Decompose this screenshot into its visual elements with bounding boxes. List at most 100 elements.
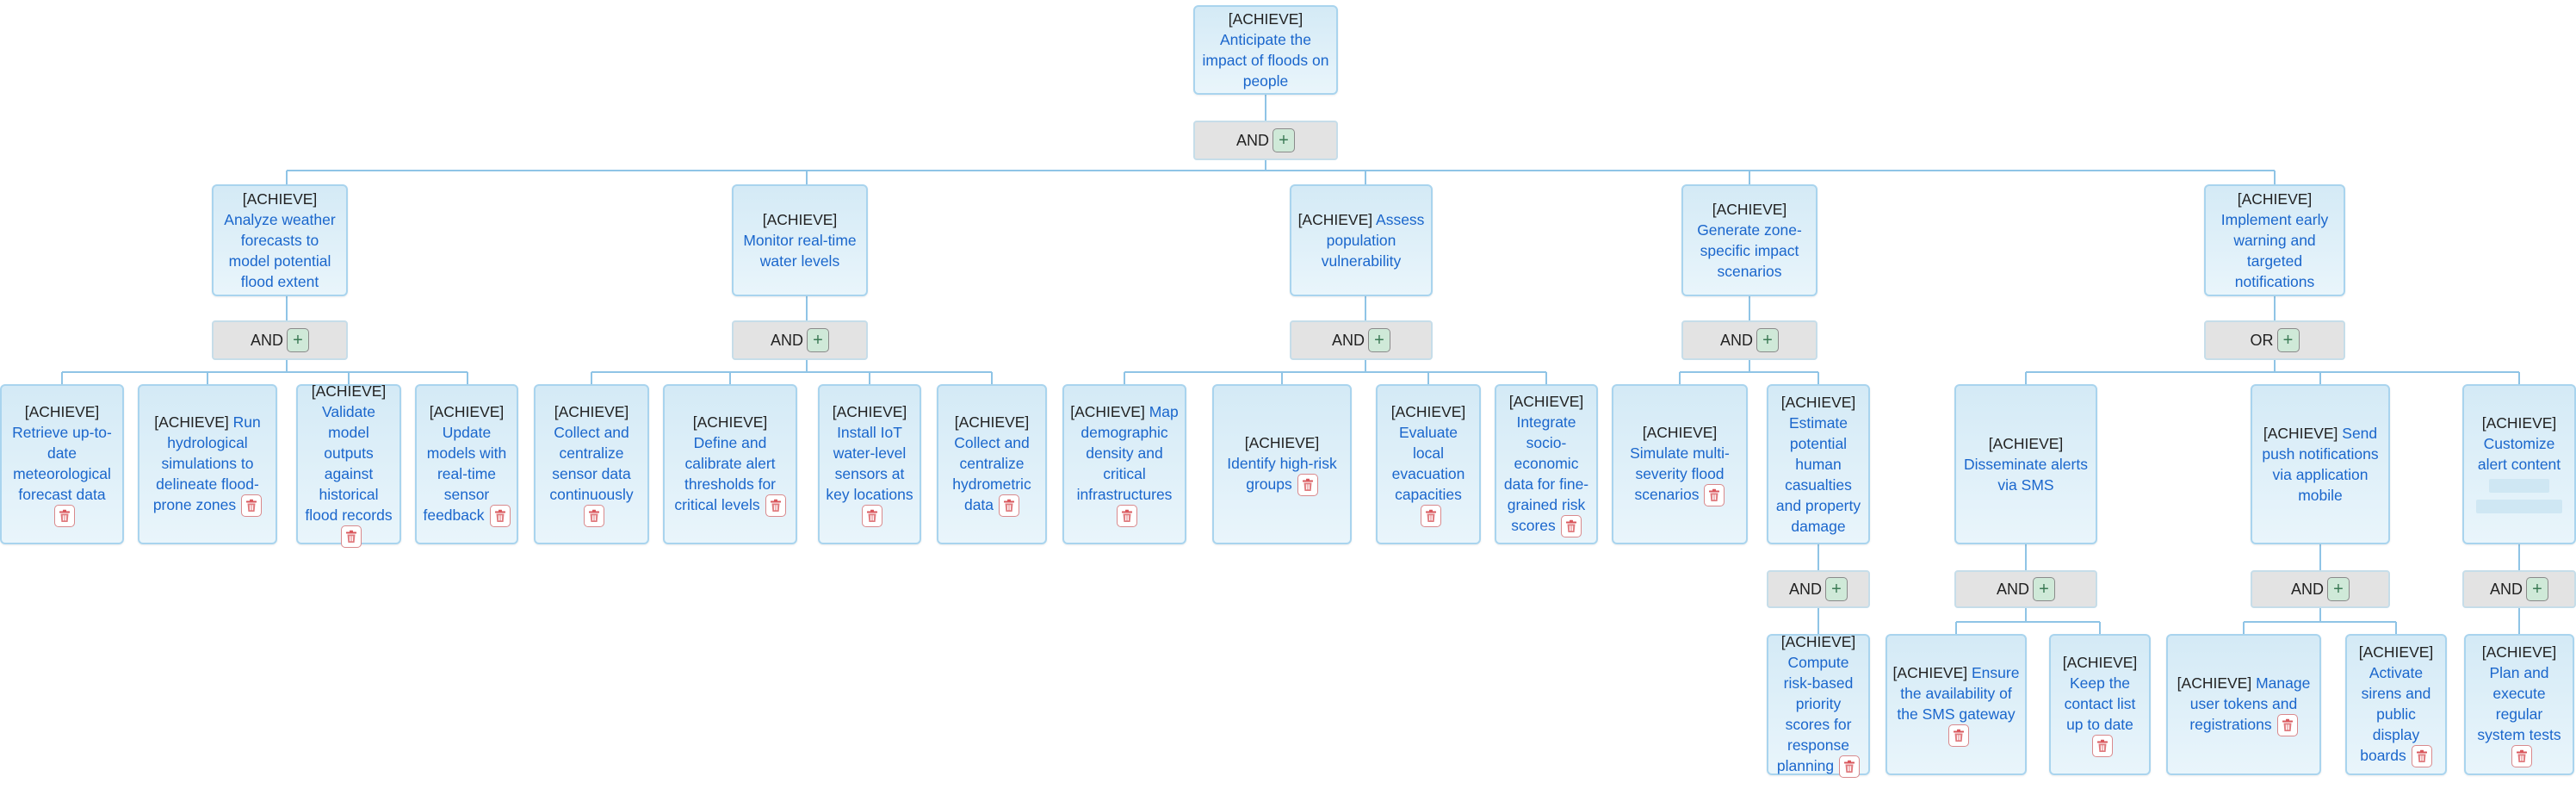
goal-tag: [ACHIEVE] [832, 402, 907, 420]
goal-tag: [ACHIEVE] [2481, 414, 2557, 432]
add-child-button[interactable]: + [2276, 328, 2300, 352]
goal-high-risk-groups[interactable]: [ACHIEVE] Identify high-risk groups [1212, 384, 1352, 544]
customize-alert-and-operator[interactable]: AND+ [2462, 570, 2576, 608]
goal-analyze-weather[interactable]: [ACHIEVE] Analyze weather forecasts to m… [212, 184, 348, 296]
trash-icon[interactable] [2276, 714, 2298, 737]
trash-icon[interactable] [1560, 515, 1582, 538]
operator-label: AND [1719, 331, 1753, 349]
add-child-button[interactable]: + [1756, 328, 1779, 352]
goal-install-iot[interactable]: [ACHIEVE] Install IoT water-level sensor… [818, 384, 921, 544]
trash-icon[interactable] [54, 505, 75, 528]
goal-map-density[interactable]: [ACHIEVE] Map demographic density and cr… [1062, 384, 1186, 544]
goal-label: Update models with real-time sensor feed… [423, 423, 507, 524]
goal-tag: [ACHIEVE] [1988, 435, 2064, 452]
root-and-operator[interactable]: AND+ [1193, 121, 1338, 160]
goal-system-tests[interactable]: [ACHIEVE] Plan and execute regular syste… [2464, 634, 2574, 775]
goal-validate-model[interactable]: [ACHIEVE] Validate model outputs against… [296, 382, 401, 549]
early-warning-or-operator[interactable]: OR+ [2204, 320, 2345, 360]
add-child-button[interactable]: + [807, 328, 829, 352]
goal-label: Evaluate local evacuation capacities [1391, 423, 1465, 503]
goal-tag: [ACHIEVE] [1892, 663, 1968, 681]
goal-hydrometric-data[interactable]: [ACHIEVE] Collect and centralize hydrome… [937, 384, 1047, 544]
add-child-button[interactable]: + [287, 328, 309, 352]
goal-label: Analyze weather forecasts to model poten… [224, 211, 336, 290]
trash-icon[interactable] [1117, 505, 1137, 528]
goal-label: Run hydrological simulations to delineat… [152, 413, 261, 513]
goal-label: Activate sirens and public display board… [2360, 663, 2431, 764]
goal-label: Disseminate alerts via SMS [1964, 456, 2088, 494]
goal-label: Estimate potential human casualties and … [1775, 414, 1861, 535]
goal-label: Validate model outputs against historica… [305, 402, 393, 524]
goal-collect-sensor[interactable]: [ACHIEVE] Collect and centralize sensor … [534, 384, 649, 544]
add-child-button[interactable]: + [1825, 577, 1848, 601]
assess-vulnerability-and-operator[interactable]: AND+ [1290, 320, 1433, 360]
trash-icon[interactable] [489, 505, 511, 528]
goal-tag: [ACHIEVE] [429, 402, 505, 420]
goal-estimate-casualties[interactable]: [ACHIEVE] Estimate potential human casua… [1767, 384, 1870, 544]
trash-icon[interactable] [1704, 484, 1725, 507]
analyze-weather-and-operator[interactable]: AND+ [212, 320, 348, 360]
goal-label: Plan and execute regular system tests [2477, 663, 2561, 743]
goal-retrieve-forecast[interactable]: [ACHIEVE] Retrieve up-to-date meteorolog… [0, 384, 124, 544]
goal-socio-economic[interactable]: [ACHIEVE] Integrate socio-economic data … [1495, 384, 1598, 544]
trash-icon[interactable] [341, 525, 362, 549]
trash-icon[interactable] [999, 494, 1020, 518]
goal-tag: [ACHIEVE] [1390, 402, 1466, 420]
trash-icon[interactable] [241, 494, 263, 518]
goal-root[interactable]: [ACHIEVE] Anticipate the impact of flood… [1193, 5, 1338, 95]
goal-label: Monitor real-time water levels [743, 232, 857, 270]
add-child-button[interactable]: + [2526, 577, 2548, 601]
add-child-button[interactable]: + [1368, 328, 1390, 352]
goal-sirens-boards[interactable]: [ACHIEVE] Activate sirens and public dis… [2345, 634, 2447, 775]
goal-tag: [ACHIEVE] [2177, 674, 2252, 692]
goal-label: Identify high-risk groups [1227, 454, 1337, 493]
estimate-casualties-and-operator[interactable]: AND+ [1767, 570, 1870, 608]
goal-label: Manage user tokens and registrations [2189, 674, 2311, 733]
goal-user-tokens[interactable]: [ACHIEVE] Manage user tokens and registr… [2166, 634, 2321, 775]
goal-tag: [ACHIEVE] [24, 402, 100, 420]
goal-monitor-water[interactable]: [ACHIEVE] Monitor real-time water levels [732, 184, 868, 296]
goal-alert-thresholds[interactable]: [ACHIEVE] Define and calibrate alert thr… [663, 384, 797, 544]
trash-icon[interactable] [862, 505, 882, 528]
goal-customize-alert[interactable]: [ACHIEVE] Customize alert content [2462, 384, 2576, 544]
goal-evacuation-capacities[interactable]: [ACHIEVE] Evaluate local evacuation capa… [1376, 384, 1481, 544]
goal-early-warning[interactable]: [ACHIEVE] Implement early warning and ta… [2204, 184, 2345, 296]
trash-icon[interactable] [1421, 505, 1441, 528]
goal-assess-vulnerability[interactable]: [ACHIEVE] Assess population vulnerabilit… [1290, 184, 1433, 296]
trash-icon[interactable] [2411, 745, 2432, 768]
trash-icon[interactable] [2092, 735, 2113, 758]
goal-sms-gateway[interactable]: [ACHIEVE] Ensure the availability of the… [1886, 634, 2027, 775]
trash-icon[interactable] [1948, 724, 1969, 748]
trash-icon[interactable] [584, 505, 604, 528]
trash-icon[interactable] [2511, 745, 2532, 768]
operator-label: AND [2489, 580, 2523, 598]
goal-tag: [ACHIEVE] [1297, 211, 1373, 228]
goal-push-notifications[interactable]: [ACHIEVE] Send push notifications via ap… [2251, 384, 2390, 544]
goal-contact-list[interactable]: [ACHIEVE] Keep the contact list up to da… [2049, 634, 2151, 775]
goal-tag: [ACHIEVE] [2358, 643, 2434, 661]
impact-scenarios-and-operator[interactable]: AND+ [1681, 320, 1817, 360]
trash-icon[interactable] [1297, 474, 1318, 497]
goal-tag: [ACHIEVE] [1780, 394, 1856, 411]
goal-label: Define and calibrate alert thresholds fo… [674, 433, 777, 513]
goal-sms-alerts[interactable]: [ACHIEVE] Disseminate alerts via SMS [1954, 384, 2097, 544]
goal-update-models[interactable]: [ACHIEVE] Update models with real-time s… [415, 384, 518, 544]
goal-label: Integrate socio-economic data for fine-g… [1503, 413, 1589, 534]
goal-tag: [ACHIEVE] [2263, 425, 2338, 442]
goal-impact-scenarios[interactable]: [ACHIEVE] Generate zone-specific impact … [1681, 184, 1817, 296]
add-child-button[interactable]: + [2033, 577, 2055, 601]
add-child-button[interactable]: + [2327, 577, 2350, 601]
trash-icon[interactable] [765, 494, 786, 518]
add-child-button[interactable]: + [1273, 128, 1295, 152]
goal-priority-scores[interactable]: [ACHIEVE] Compute risk-based priority sc… [1767, 633, 1870, 779]
goal-hydrological-sim[interactable]: [ACHIEVE] Run hydrological simulations t… [138, 384, 277, 544]
push-notifications-and-operator[interactable]: AND+ [2251, 570, 2390, 608]
goal-simulate-scenarios[interactable]: [ACHIEVE] Simulate multi-severity flood … [1612, 384, 1748, 544]
monitor-water-and-operator[interactable]: AND+ [732, 320, 868, 360]
sms-alerts-and-operator[interactable]: AND+ [1954, 570, 2097, 608]
goal-tag: [ACHIEVE] [2237, 190, 2313, 208]
trash-icon[interactable] [1839, 755, 1861, 779]
placeholder-line [2476, 500, 2562, 514]
goal-tag: [ACHIEVE] [2062, 653, 2138, 671]
